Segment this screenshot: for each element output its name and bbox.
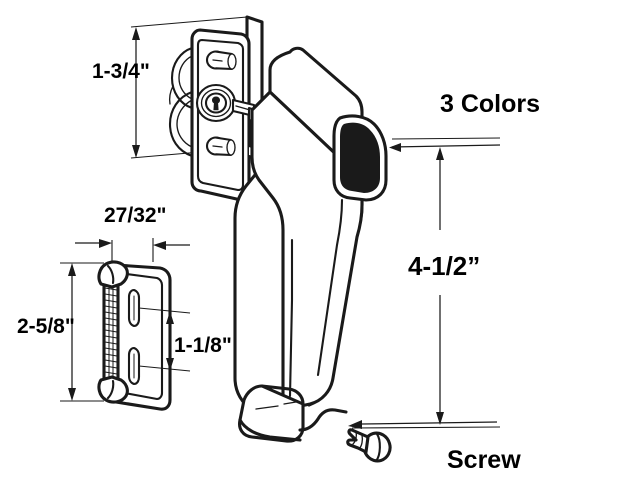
push-button[interactable] <box>332 114 388 202</box>
upper-screw-boss <box>205 50 237 71</box>
dimension-4-1-2: 4-1/2” <box>351 137 501 429</box>
dimension-1-3-4: 1-3/4" <box>92 16 248 159</box>
dimension-27-32: 27/32" <box>75 204 190 262</box>
lower-screw-boss <box>205 136 236 157</box>
screw-callout-arrow <box>348 420 498 429</box>
strike-slot-upper <box>127 288 141 328</box>
screw-illustration <box>346 428 392 463</box>
strike-plate <box>97 260 172 411</box>
dimension-1-1-8: 1-1/8" <box>138 307 232 372</box>
callout-3-colors: 3 Colors <box>389 90 540 152</box>
dimension-label-4-1-2: 4-1/2” <box>408 251 480 281</box>
key-cylinder <box>195 83 256 123</box>
dimension-label-1-1-8: 1-1/8" <box>174 334 232 357</box>
dimension-2-5-8: 2-5/8" <box>17 262 104 402</box>
dimension-label-1-3-4: 1-3/4" <box>92 60 150 83</box>
callout-label-screw: Screw <box>447 446 521 474</box>
dimension-label-27-32: 27/32" <box>104 204 167 227</box>
strike-slot-lower <box>127 346 141 386</box>
callout-label-3-colors: 3 Colors <box>440 90 540 118</box>
dimension-label-2-5-8: 2-5/8" <box>17 315 75 338</box>
handle-body <box>233 46 388 443</box>
